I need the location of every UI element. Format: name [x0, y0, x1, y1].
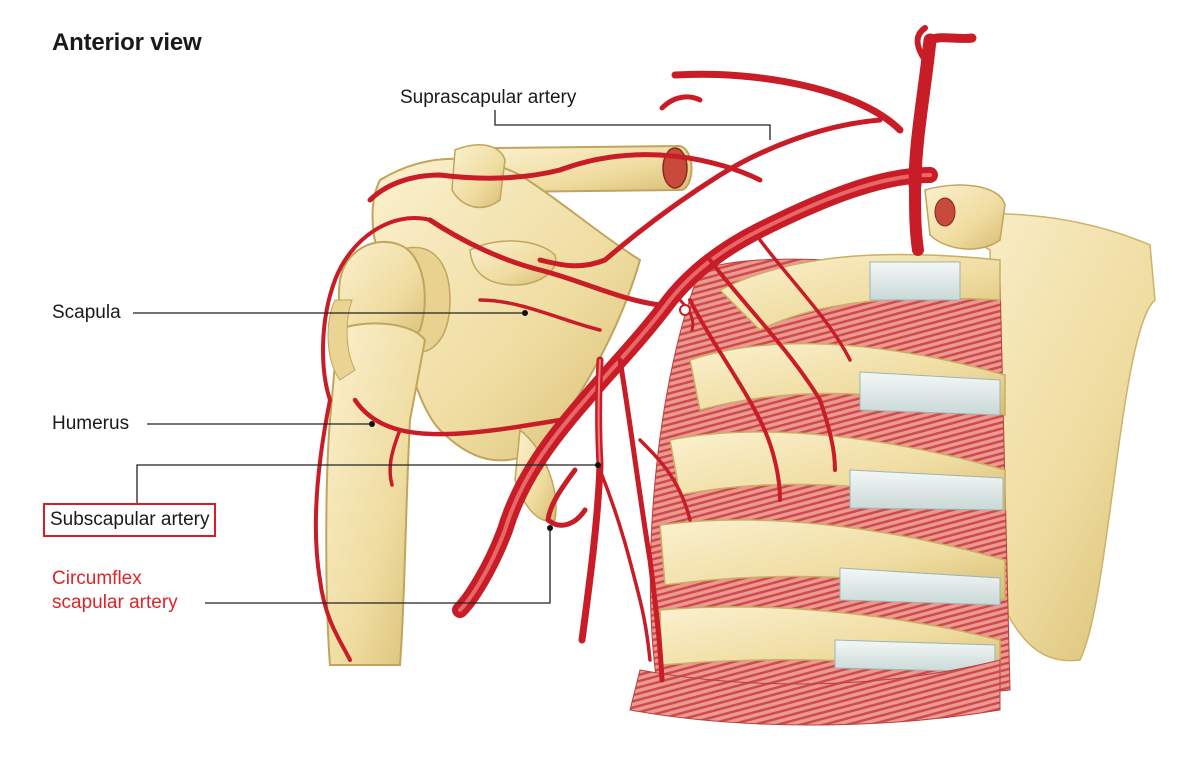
humerus [325, 240, 427, 666]
costal-cartilage-4 [839, 567, 1001, 606]
lateral-thoracic-artery [617, 357, 665, 683]
leader-lines [133, 110, 771, 604]
circumflex-humeral-artery [352, 397, 563, 437]
circumflex-scapular-vessel [545, 467, 588, 528]
costal-cartilage-3 [849, 469, 1004, 511]
label-suprascapular-artery: Suprascapular artery [400, 87, 577, 108]
label-humerus: Humerus [52, 413, 130, 434]
leader-suprascapular [494, 110, 771, 140]
common-carotid-artery [908, 33, 937, 192]
label-scapula: Scapula [52, 302, 121, 323]
leader-subscapular [136, 464, 598, 503]
suprascapular-artery-vessel [537, 117, 883, 269]
sternum-region [927, 212, 1156, 662]
costal-cartilage-2 [859, 371, 1001, 416]
vessel-down [909, 179, 924, 256]
label-subscapular-artery: Subscapular artery [42, 503, 217, 537]
costal-cartilage-1 [869, 261, 961, 301]
label-circumflex-line1: Circumflex [52, 568, 142, 589]
greater-tubercle [327, 299, 356, 381]
label-circumflex-line2: scapular artery [52, 592, 178, 613]
thorax-lower-muscle [629, 659, 1001, 726]
thorax [629, 212, 1156, 726]
brachial-collateral [313, 398, 352, 662]
figure-title: Anterior view [52, 29, 202, 56]
transverse-cervical-artery [671, 70, 904, 134]
leader-circumflex-scapular [205, 528, 551, 604]
thoracoacromial-branches [427, 217, 663, 308]
humeral-shaft [325, 322, 427, 666]
arteries [313, 25, 977, 683]
